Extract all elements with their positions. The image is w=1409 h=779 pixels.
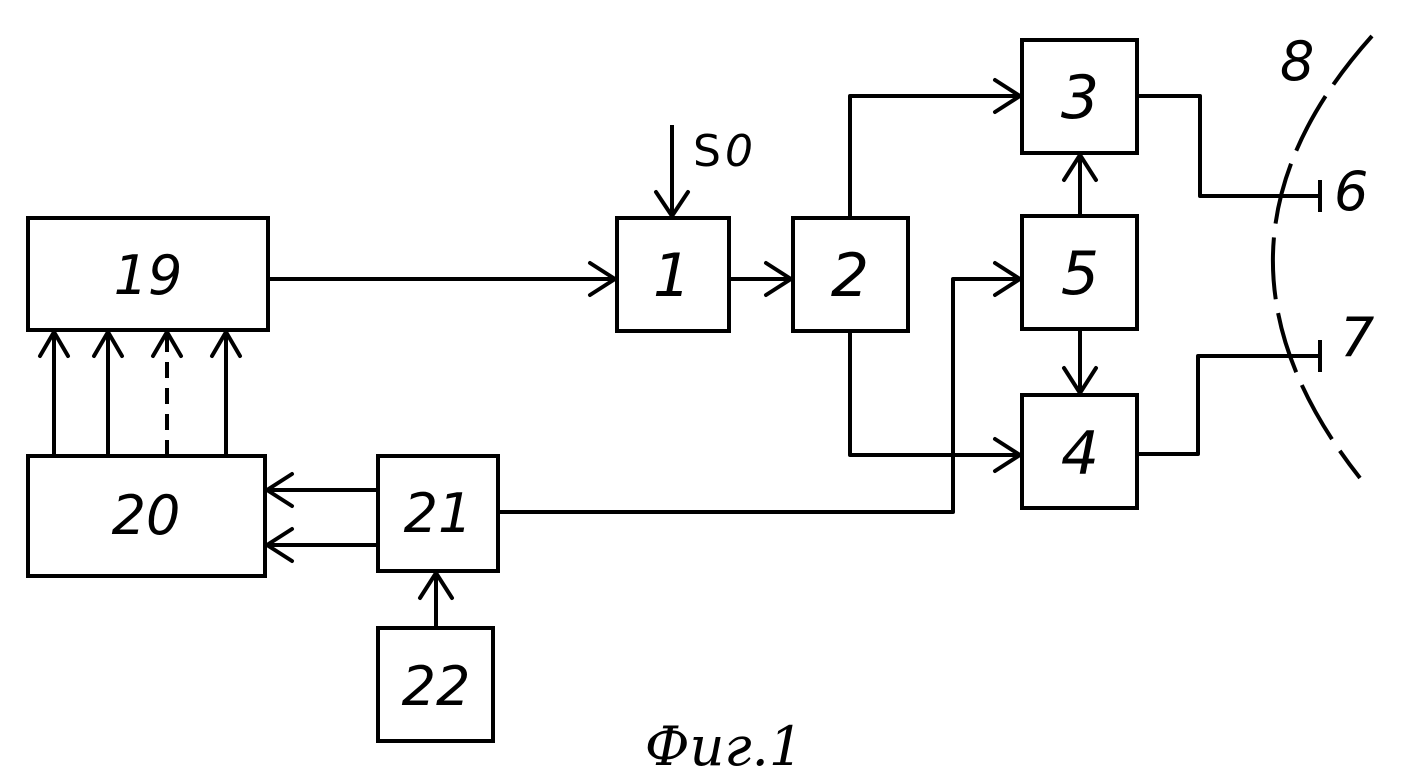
connection-2-to-4 bbox=[850, 331, 1020, 471]
figure-caption: Фиг.1 bbox=[645, 715, 803, 778]
connection-3-to-terminal-6 bbox=[1137, 96, 1320, 212]
boundary-8-label: 8 bbox=[1280, 30, 1314, 93]
connection-21-to-20 bbox=[267, 474, 378, 561]
block-4-label: 4 bbox=[1061, 419, 1099, 489]
input-signal-main: S bbox=[693, 126, 721, 177]
block-5-label: 5 bbox=[1061, 239, 1099, 309]
block-2-label: 2 bbox=[831, 241, 869, 311]
block-22-label: 22 bbox=[402, 655, 471, 718]
block-5: 5 bbox=[1022, 216, 1137, 329]
block-19: 19 bbox=[28, 218, 268, 330]
connection-20-to-19 bbox=[40, 332, 240, 456]
connection-21-to-5 bbox=[498, 263, 1020, 512]
input-signal: S0 bbox=[656, 125, 753, 216]
connection-19-to-1 bbox=[268, 263, 615, 295]
block-21-label: 21 bbox=[404, 482, 473, 545]
block-4: 4 bbox=[1022, 395, 1137, 508]
connection-22-to-21 bbox=[420, 573, 452, 628]
block-3: 3 bbox=[1022, 40, 1137, 153]
terminal-7-label: 7 bbox=[1340, 306, 1374, 369]
block-1: 1 bbox=[617, 218, 729, 331]
block-22: 22 bbox=[378, 628, 493, 741]
block-21: 21 bbox=[378, 456, 498, 571]
block-2: 2 bbox=[793, 218, 908, 331]
connection-5-to-3 bbox=[1064, 155, 1096, 216]
block-20-label: 20 bbox=[112, 484, 181, 547]
block-19-label: 19 bbox=[114, 244, 183, 307]
connection-2-to-3 bbox=[850, 80, 1020, 218]
connection-4-to-terminal-7 bbox=[1137, 340, 1320, 454]
connection-5-to-4 bbox=[1064, 329, 1096, 393]
block-3-label: 3 bbox=[1061, 63, 1099, 133]
block-1-label: 1 bbox=[653, 241, 691, 311]
boundary-8-arc bbox=[1273, 36, 1372, 478]
input-signal-label: S0 bbox=[693, 126, 753, 177]
block-20: 20 bbox=[28, 456, 265, 576]
connection-1-to-2 bbox=[729, 263, 791, 295]
input-signal-subscript: 0 bbox=[725, 126, 753, 177]
terminal-6-label: 6 bbox=[1334, 160, 1368, 223]
